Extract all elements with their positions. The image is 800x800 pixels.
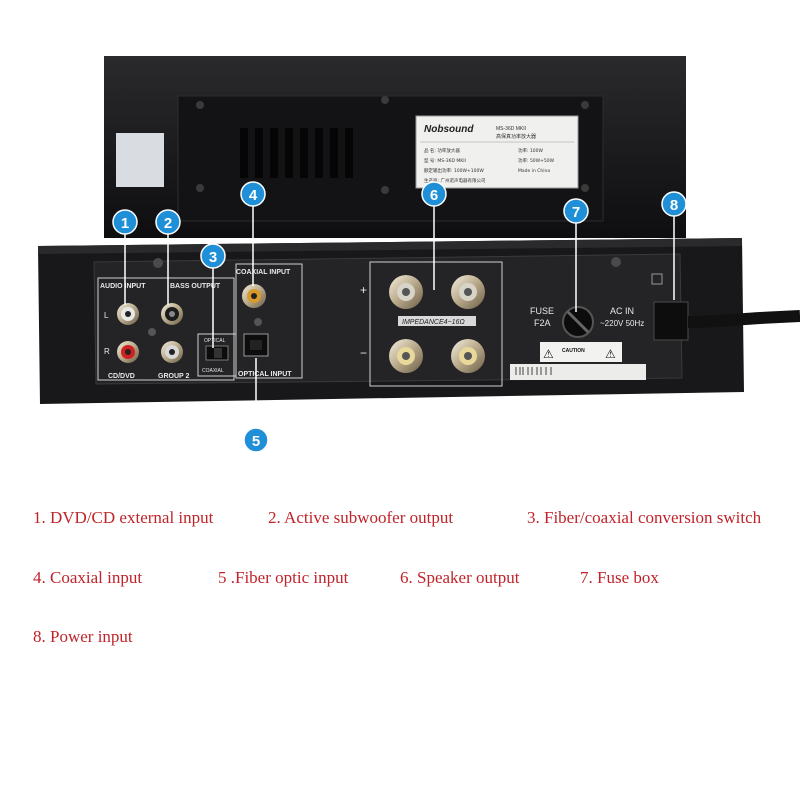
group2-text: GROUP 2 bbox=[158, 373, 189, 380]
brand-label: Nobsound bbox=[424, 124, 474, 135]
barcode bbox=[515, 367, 552, 375]
chinese-title: 高保真功率放大器 bbox=[496, 133, 536, 140]
rca-bass-jack bbox=[161, 303, 183, 325]
marker-7: 7 bbox=[563, 198, 589, 224]
spec-row4-left: 生产商: 广州诺声电器有限公司 bbox=[424, 177, 485, 184]
screw-icon bbox=[196, 96, 589, 194]
rca-group2-jack bbox=[161, 341, 183, 363]
caption-6: 6. Speaker output bbox=[400, 568, 520, 587]
svg-text:4: 4 bbox=[249, 187, 258, 204]
marker-2: 2 bbox=[155, 209, 181, 235]
caption-2: 2. Active subwoofer output bbox=[268, 508, 454, 527]
coaxial-jack bbox=[242, 284, 266, 308]
barcode-sticker bbox=[116, 133, 164, 187]
svg-text:7: 7 bbox=[572, 204, 580, 221]
marker-5: 5 bbox=[243, 427, 269, 453]
spec-row1-right: 功率: 100W bbox=[518, 147, 544, 154]
spec-label bbox=[415, 115, 579, 189]
audio-input-text: AUDIO INPUT bbox=[100, 283, 146, 290]
fuse-text: FUSE bbox=[530, 306, 554, 316]
svg-text:3: 3 bbox=[209, 249, 217, 266]
svg-text:6: 6 bbox=[430, 187, 438, 204]
coaxial-input-text: COAXIAL INPUT bbox=[236, 269, 291, 276]
marker-4: 4 bbox=[240, 181, 266, 207]
power-inlet bbox=[653, 301, 689, 341]
lower-back-panel bbox=[93, 253, 683, 385]
optical-input-text: OPTICAL INPUT bbox=[238, 371, 292, 378]
marker-3: 3 bbox=[200, 243, 226, 269]
caption-3: 3. Fiber/coaxial conversion switch bbox=[527, 508, 762, 527]
audio-input-block bbox=[97, 277, 235, 381]
svg-text:2: 2 bbox=[164, 215, 172, 232]
leader-lines bbox=[124, 205, 675, 426]
spec-row1-left: 品 名: 功率放大器 bbox=[424, 147, 460, 154]
cd-dvd-text: CD/DVD bbox=[108, 373, 135, 380]
spec-row2-right: 功率: 50W+50W bbox=[518, 157, 555, 164]
svg-text:8: 8 bbox=[670, 197, 678, 214]
screw-icon bbox=[254, 318, 262, 326]
r-text: R bbox=[104, 347, 110, 356]
screw-icon bbox=[153, 257, 621, 268]
spec-row3-left: 额定输出功率: 100W+100W bbox=[424, 167, 484, 174]
rca-red-jack bbox=[117, 341, 139, 363]
impedance-text: IMPEDANCE4~16Ω bbox=[402, 319, 465, 326]
binding-post bbox=[451, 339, 485, 373]
fuse-rating-text: F2A bbox=[534, 318, 551, 328]
caption-7: 7. Fuse box bbox=[580, 568, 659, 587]
l-text: L bbox=[104, 311, 109, 320]
caption-5: 5 .Fiber optic input bbox=[218, 568, 349, 587]
binding-post bbox=[389, 339, 423, 373]
warning-sticker bbox=[540, 342, 622, 362]
caution-text: CAUTION bbox=[562, 348, 585, 354]
marker-1: 1 bbox=[112, 209, 138, 235]
svg-text:5: 5 bbox=[252, 433, 260, 450]
svg-text:1: 1 bbox=[121, 215, 129, 232]
model-label: MS-36D MKII bbox=[496, 126, 526, 132]
screw-icon bbox=[148, 328, 156, 336]
marker-8: 8 bbox=[661, 191, 687, 217]
ac-rating-text: ~220V 50Hz bbox=[600, 319, 644, 328]
serial-sticker bbox=[510, 364, 646, 380]
optical-small-text: OPTICAL bbox=[204, 338, 226, 344]
binding-post bbox=[451, 275, 485, 309]
spec-row3-right: Made in China bbox=[518, 168, 550, 174]
caption-1: 1. DVD/CD external input bbox=[33, 508, 214, 527]
plus-text: + bbox=[360, 283, 367, 297]
vent-slots bbox=[240, 128, 353, 178]
ac-in-text: AC IN bbox=[610, 306, 634, 316]
warning-icon: ⚠ bbox=[543, 347, 554, 361]
rca-white-jack bbox=[117, 303, 139, 325]
speaker-block bbox=[369, 261, 503, 387]
marker-6: 6 bbox=[421, 181, 447, 207]
warning-icon: ⚠ bbox=[605, 347, 616, 361]
bass-output-text: BASS OUTPUT bbox=[170, 283, 221, 290]
digital-input-block bbox=[235, 263, 303, 379]
fuse-holder bbox=[562, 306, 594, 338]
caption-8: 8. Power input bbox=[33, 627, 133, 646]
amplifier-rear-photo: Nobsound MS-36D MKII 高保真功率放大器 品 名: 功率放大器… bbox=[38, 56, 800, 453]
minus-text: − bbox=[360, 346, 367, 360]
spec-row2-left: 型 号: MS-36D MKII bbox=[424, 157, 466, 164]
coaxial-small-text: COAXIAL bbox=[202, 368, 224, 374]
binding-post bbox=[389, 275, 423, 309]
caption-4: 4. Coaxial input bbox=[33, 568, 143, 587]
power-cable bbox=[687, 310, 800, 328]
